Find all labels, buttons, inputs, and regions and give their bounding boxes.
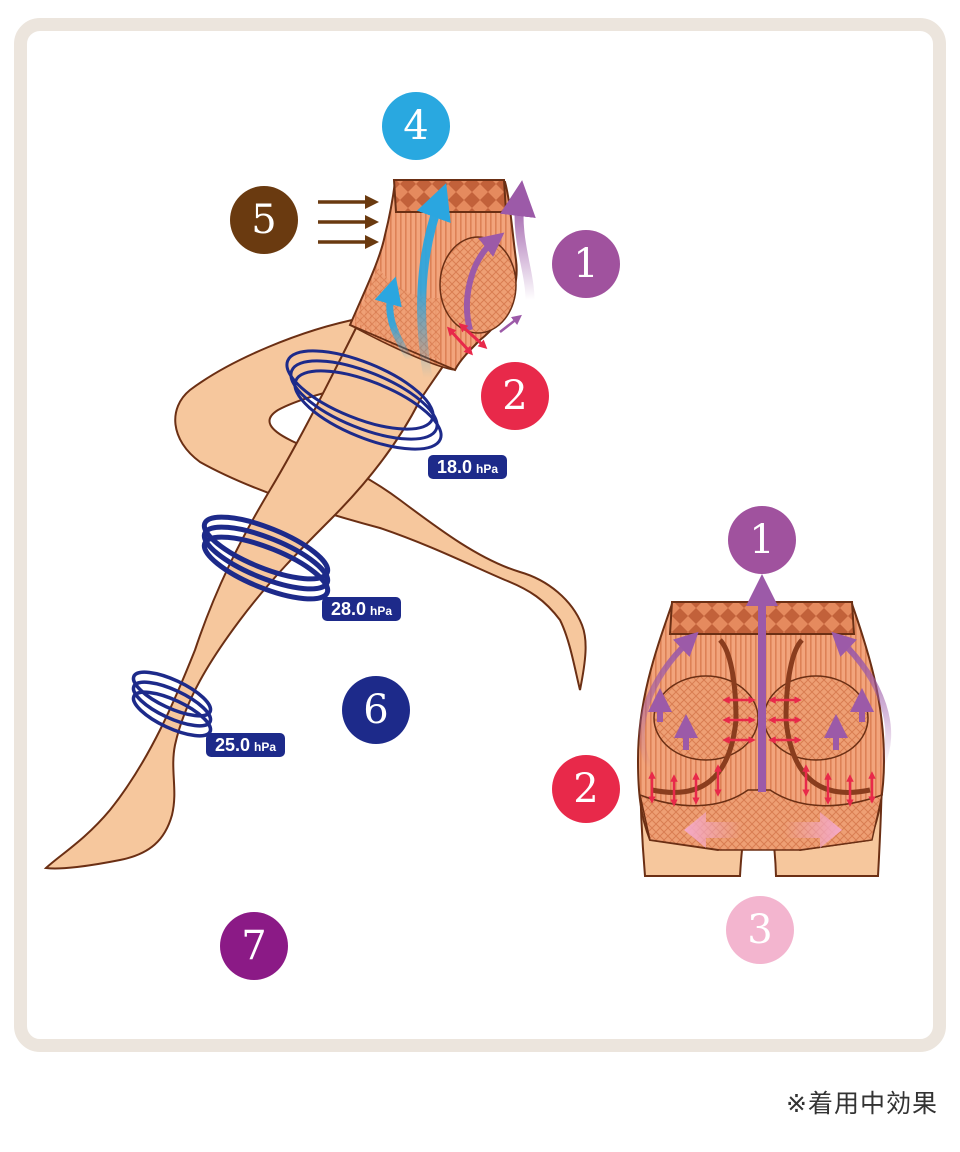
footnote: ※着用中効果 (786, 1089, 938, 1118)
calf-rings (201, 514, 331, 602)
legs-figure (43, 179, 587, 870)
pressure-value: 28.0 (331, 599, 367, 619)
badge-2-back: 2 (552, 755, 620, 823)
front-leg (43, 318, 462, 870)
pressure-value: 25.0 (215, 735, 251, 755)
back-red-tension-arrows (648, 696, 876, 807)
red-tension-arrows (446, 322, 488, 356)
badge-5: 5 (230, 186, 298, 254)
pressure-value: 18.0 (437, 457, 473, 477)
badge-2-side: 2 (481, 362, 549, 430)
badge-4: 4 (382, 92, 450, 160)
badge-7: 7 (220, 912, 288, 980)
side-lift-arrows (638, 631, 892, 770)
badge-1-side: 1 (552, 230, 620, 298)
purple-lift-arrow-inner (464, 232, 505, 331)
blue-lift-arrow-small (374, 276, 414, 362)
pressure-unit: hPa (476, 462, 499, 476)
badge-3: 3 (726, 896, 794, 964)
purple-lift-arrow (500, 180, 536, 301)
waistband (392, 179, 508, 213)
ankle-rings (131, 670, 213, 738)
back-view-figure (636, 574, 892, 877)
badge-1-back: 1 (728, 506, 796, 574)
blue-lift-arrow (416, 183, 451, 379)
pressure-unit: hPa (254, 740, 277, 754)
side-press-arrows (318, 195, 379, 249)
thigh-rings (285, 349, 443, 451)
pink-spread-arrows (684, 812, 842, 848)
pressure-unit: hPa (370, 604, 393, 618)
badge-6: 6 (342, 676, 410, 744)
